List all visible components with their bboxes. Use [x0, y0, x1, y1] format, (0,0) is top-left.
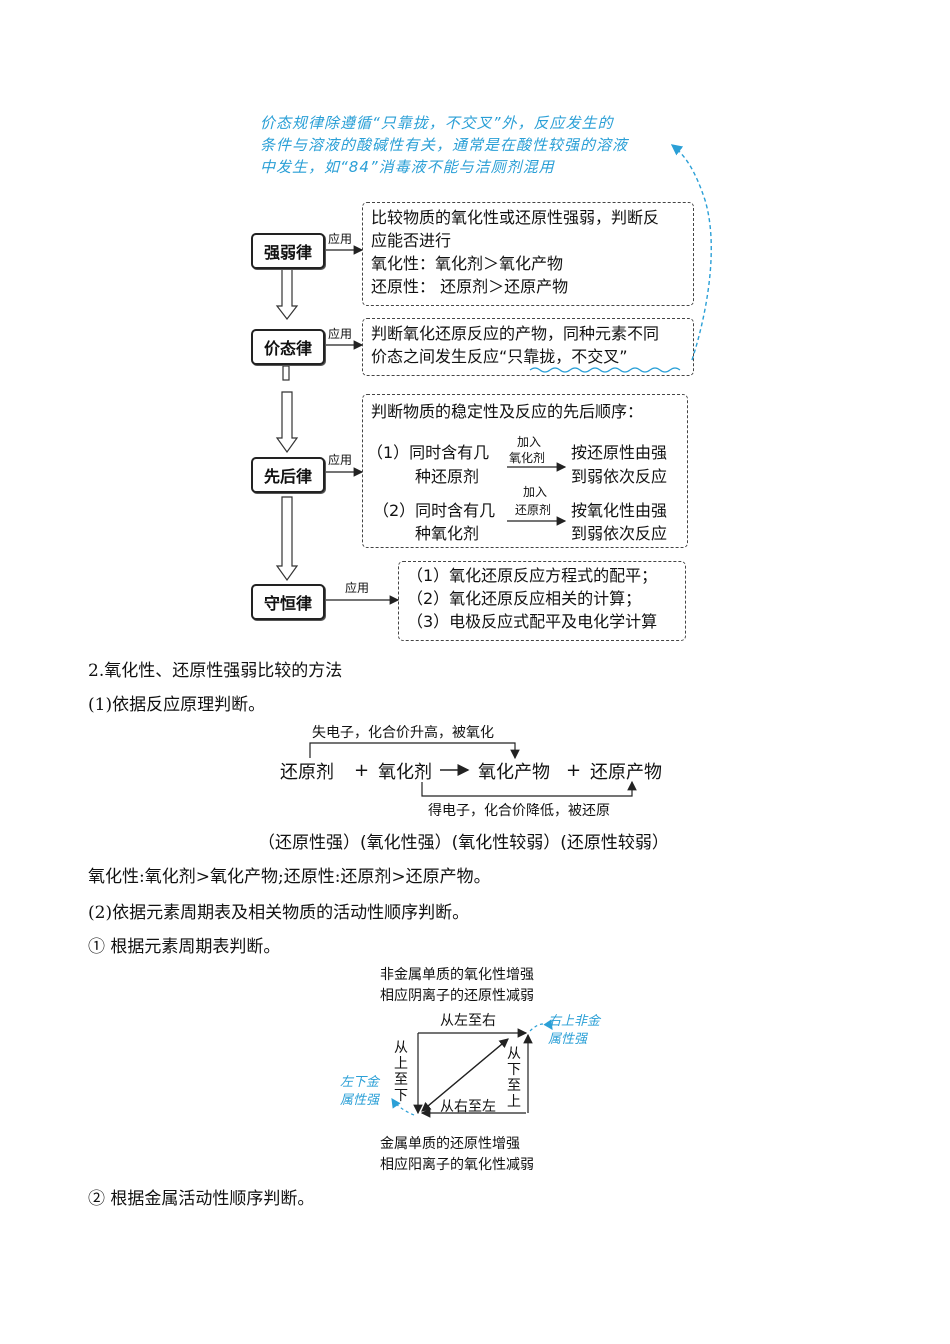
periodic-arrows [391, 1019, 553, 1118]
label-left-to-right: 从左至右 [440, 1013, 496, 1029]
plus-sign: + [566, 760, 582, 781]
oxidation-product: 氧化产物 [478, 762, 550, 783]
strength-description: 比较物质的氧化性或还原性强弱，判断反 应能否进行 氧化性：氧化剂＞氧化产物 还原… [362, 202, 694, 306]
reduction-label: 得电子，化合价降低，被还原 [428, 803, 610, 819]
case2-arrow-top: 加入 [523, 485, 548, 499]
oxidation-label: 失电子，化合价升高，被氧化 [312, 725, 494, 741]
law-conservation: 守恒律 [251, 584, 325, 620]
note-line: 中发生，如“84”消毒液不能与洁厕剂混用 [260, 158, 555, 176]
oxidant: 氧化剂 [378, 762, 432, 783]
order-intro: 判断物质的稳定性及反应的先后顺序： [371, 402, 644, 421]
desc-line: （2）氧化还原反应相关的计算； [407, 589, 642, 608]
label-bottom-to-top: 从下至上 [507, 1046, 521, 1110]
valence-description: 判断氧化还原反应的产物，同种元素不同 价态之间发生反应“只靠拢，不交叉” [362, 318, 694, 376]
note-line: 属性强 [548, 1032, 588, 1047]
case1-arrow-bottom: 氧化剂 [509, 451, 546, 465]
case2-right1: 按氧化性由强 [571, 501, 668, 520]
case1-left2: 种还原剂 [415, 467, 480, 486]
strength-line: （还原性强）(氧化性强）(氧化性较弱）(还原性较弱） [258, 833, 669, 853]
periodic-top-1: 非金属单质的氧化性增强 [380, 967, 534, 983]
electron-transfer-brackets [309, 742, 637, 797]
periodic-top-2: 相应阴离子的还原性减弱 [380, 988, 534, 1004]
case1-left1: （1）同时含有几 [367, 443, 490, 462]
conservation-description: （1）氧化还原反应方程式的配平； （2）氧化还原反应相关的计算； （3）电极反应… [398, 561, 686, 641]
desc-line: 比较物质的氧化性或还原性强弱，判断反 [371, 208, 660, 227]
desc-line: 还原性： 还原剂＞还原产物 [371, 277, 569, 296]
apply-label: 应用 [328, 327, 353, 341]
periodic-bottom-2: 相应阳离子的氧化性减弱 [380, 1157, 534, 1173]
apply-label: 应用 [328, 232, 353, 246]
law-strength: 强弱律 [251, 233, 325, 269]
conclusion: 氧化性:氧化剂>氧化产物;还原性:还原剂>还原产物。 [88, 867, 491, 887]
reductant: 还原剂 [280, 762, 334, 783]
item-1: ① 根据元素周期表判断。 [88, 937, 281, 957]
apply-label: 应用 [345, 581, 370, 595]
subsection-1: (1)依据反应原理判断。 [88, 695, 266, 715]
section-heading: 2.氧化性、还原性强弱比较的方法 [88, 661, 343, 681]
desc-line: （3）电极反应式配平及电化学计算 [407, 612, 658, 631]
order-arrows [507, 462, 567, 526]
reduction-product: 还原产物 [590, 762, 662, 783]
flow-connectors [275, 144, 712, 605]
item-2: ② 根据金属活动性顺序判断。 [88, 1189, 315, 1209]
periodic-bottom-1: 金属单质的还原性增强 [380, 1136, 520, 1152]
label-top-to-bottom: 从上至下 [394, 1040, 408, 1104]
desc-line: 价态之间发生反应“只靠拢，不交叉” [371, 347, 628, 366]
note-line: 价态规律除遵循“只靠拢，不交叉”外，反应发生的 [260, 114, 614, 132]
desc-line: 应能否进行 [371, 231, 452, 250]
note-nonmetal: 右上非金 属性强 [548, 1013, 600, 1049]
note-metal: 左下金 属性强 [340, 1074, 379, 1110]
desc-line: （1）氧化还原反应方程式的配平； [407, 566, 658, 585]
handwritten-note: 价态规律除遵循“只靠拢，不交叉”外，反应发生的 条件与溶液的酸碱性有关，通常是在… [260, 112, 680, 178]
note-line: 右上非金 [548, 1014, 601, 1029]
desc-line: 氧化性：氧化剂＞氧化产物 [371, 254, 564, 273]
law-valence: 价态律 [251, 329, 325, 365]
plus-sign: + [354, 760, 370, 781]
case2-left2: 种氧化剂 [415, 524, 480, 543]
case1-arrow-top: 加入 [517, 435, 542, 449]
label-right-to-left: 从右至左 [440, 1099, 496, 1115]
case2-arrow-bottom: 还原剂 [515, 503, 552, 517]
order-description: 判断物质的稳定性及反应的先后顺序： （1）同时含有几 种还原剂 加入 氧化剂 按… [362, 394, 688, 548]
subsection-2: (2)依据元素周期表及相关物质的活动性顺序判断。 [88, 903, 470, 923]
case2-right2: 到弱依次反应 [571, 524, 668, 543]
note-line: 条件与溶液的酸碱性有关，通常是在酸性较强的溶液 [260, 136, 629, 154]
law-order: 先后律 [251, 457, 325, 493]
case1-right1: 按还原性由强 [571, 443, 668, 462]
note-line: 属性强 [340, 1093, 380, 1108]
case2-left1: （2）同时含有几 [373, 501, 496, 520]
desc-line: 判断氧化还原反应的产物，同种元素不同 [371, 324, 660, 343]
note-line: 左下金 [340, 1075, 380, 1090]
case1-right2: 到弱依次反应 [571, 467, 668, 486]
apply-label: 应用 [328, 453, 353, 467]
